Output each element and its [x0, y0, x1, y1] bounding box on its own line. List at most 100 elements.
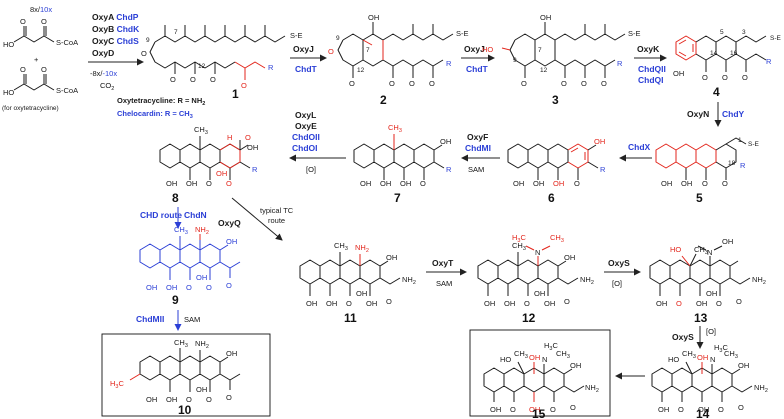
svg-text:OH: OH	[706, 289, 717, 298]
svg-text:[O]: [O]	[706, 327, 716, 336]
svg-text:O: O	[510, 405, 516, 414]
svg-text:CH3: CH3	[724, 349, 738, 360]
svg-text:OxyK: OxyK	[637, 44, 660, 54]
svg-text:OH: OH	[386, 253, 397, 262]
svg-text:OH: OH	[529, 353, 540, 362]
svg-text:CH3: CH3	[194, 125, 208, 136]
svg-text:+: +	[34, 55, 39, 64]
svg-text:ChdT: ChdT	[295, 64, 318, 74]
svg-text:O: O	[702, 73, 708, 82]
svg-text:SAM: SAM	[184, 315, 200, 324]
svg-text:7: 7	[366, 47, 370, 54]
svg-text:OH: OH	[513, 179, 524, 188]
svg-text:OH: OH	[594, 137, 605, 146]
svg-text:OH: OH	[380, 179, 391, 188]
svg-text:3: 3	[742, 29, 746, 36]
svg-text:OH: OH	[544, 299, 555, 308]
svg-text:OxyC ChdS: OxyC ChdS	[92, 36, 139, 46]
svg-text:NH2: NH2	[754, 383, 768, 394]
step-8-9: CHD route ChdN	[140, 207, 207, 229]
svg-text:O: O	[736, 297, 742, 306]
oxytetracycline-note: (for oxytetracycline)	[2, 105, 59, 112]
svg-text:N: N	[542, 355, 547, 364]
svg-text:1: 1	[738, 137, 742, 144]
compound-7: CH3 OH R OH OH OH O 7	[353, 123, 452, 205]
compound-label-13: 13	[694, 311, 708, 325]
svg-text:O: O	[702, 179, 708, 188]
svg-text:[O]: [O]	[612, 279, 622, 288]
svg-text:-8x/-10x: -8x/-10x	[90, 69, 117, 78]
compound-label-12: 12	[522, 311, 536, 325]
svg-text:O: O	[716, 299, 722, 308]
malonyl-coa-bonds	[13, 35, 55, 43]
svg-text:OH: OH	[216, 169, 227, 178]
compound-15: HO CH3 OH H3C N CH3 OH NH2 OH O OH O O 1…	[483, 341, 599, 419]
step-4-5: OxyN ChdY	[687, 102, 745, 127]
compound-9: CH3 NH2 OH OH OH O OH O O 9	[139, 225, 241, 307]
compound-label-7: 7	[394, 191, 401, 205]
svg-text:OH: OH	[490, 405, 501, 414]
compound-label-9: 9	[172, 293, 179, 307]
svg-text:O: O	[226, 393, 232, 402]
svg-text:OxyE: OxyE	[295, 121, 317, 131]
svg-text:NH2: NH2	[580, 275, 594, 286]
svg-text:ChdMII: ChdMII	[136, 314, 164, 324]
step-2-3: OxyJ ChdT	[461, 44, 495, 74]
svg-text:HO: HO	[3, 88, 14, 97]
compound-14: HO CH3 OH H3C N CH3 OH NH2 OH O OH O O 1…	[651, 343, 768, 419]
compound-label-10: 10	[178, 403, 192, 417]
svg-text:CH3: CH3	[694, 245, 708, 256]
compound-label-14: 14	[696, 407, 710, 419]
svg-text:[O]: [O]	[306, 165, 316, 174]
svg-text:OH: OH	[186, 179, 197, 188]
svg-text:O: O	[581, 79, 587, 88]
svg-text:OxyQ: OxyQ	[218, 218, 241, 228]
starting-materials: 8x/10x O O HO S-CoA + O O HO S-CoA (for …	[2, 5, 78, 112]
svg-text:18: 18	[728, 160, 736, 167]
compound-4: S-E OH O O O R 5 3 14 16 4	[673, 29, 782, 99]
svg-text:OH: OH	[504, 299, 515, 308]
svg-text:ChdQI: ChdQI	[638, 75, 664, 85]
svg-text:R: R	[617, 59, 623, 68]
svg-text:12: 12	[357, 67, 365, 74]
svg-text:H3C: H3C	[544, 341, 558, 352]
svg-text:O: O	[678, 405, 684, 414]
svg-text:NH2: NH2	[402, 275, 416, 286]
svg-text:HO: HO	[3, 40, 14, 49]
svg-text:O: O	[676, 299, 682, 308]
svg-text:OH: OH	[356, 289, 367, 298]
svg-text:CH3: CH3	[174, 338, 188, 349]
svg-text:O: O	[20, 65, 26, 74]
compound-label-6: 6	[548, 191, 555, 205]
svg-text:OxyN: OxyN	[687, 109, 709, 119]
svg-text:OH: OH	[570, 361, 581, 370]
svg-text:O: O	[389, 79, 395, 88]
svg-text:O: O	[190, 75, 196, 84]
compound-1: S-E O O O O O R 7 9 12 1	[141, 25, 303, 101]
svg-text:OH: OH	[696, 299, 707, 308]
step-6-7: OxyF ChdMI SAM	[461, 132, 500, 174]
svg-text:OH: OH	[226, 237, 237, 246]
svg-text:HO: HO	[500, 355, 511, 364]
svg-text:O: O	[245, 133, 251, 142]
svg-text:OxyL: OxyL	[295, 110, 316, 120]
svg-text:16: 16	[730, 50, 738, 57]
svg-text:O: O	[561, 79, 567, 88]
svg-text:H: H	[227, 133, 232, 142]
svg-text:O: O	[574, 179, 580, 188]
svg-text:O: O	[41, 65, 47, 74]
svg-text:O: O	[170, 75, 176, 84]
svg-text:NH2: NH2	[752, 275, 766, 286]
svg-text:O: O	[20, 17, 26, 26]
svg-text:OH: OH	[196, 385, 207, 394]
step-3-4: OxyK ChdQII ChdQI	[634, 44, 667, 85]
compound-10-box	[101, 333, 271, 417]
compound-label-3: 3	[552, 93, 559, 107]
svg-text:R: R	[268, 63, 274, 72]
chelocardin-caption: Chelocardin: R = CH3	[117, 109, 193, 120]
svg-text:12: 12	[540, 67, 548, 74]
compound-5: 1 S-E R OH OH O O 18 5	[655, 137, 760, 205]
svg-text:OH: OH	[226, 349, 237, 358]
svg-text:NH2: NH2	[355, 243, 369, 254]
svg-text:OxyJ: OxyJ	[293, 44, 314, 54]
